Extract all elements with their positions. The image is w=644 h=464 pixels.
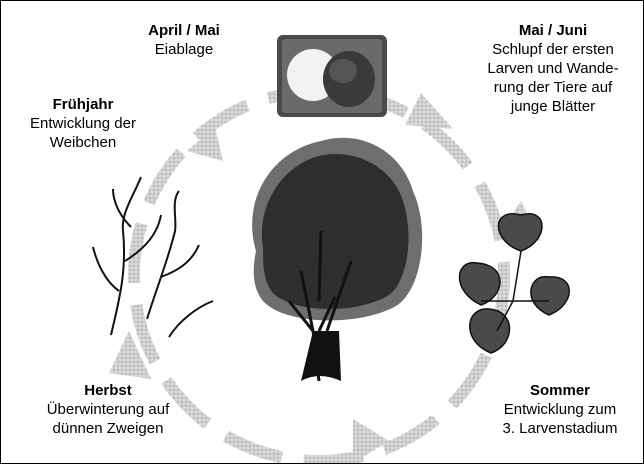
stage-description-line: Überwinterung auf [23, 400, 193, 419]
arrow-head-top-right [405, 93, 453, 129]
stage-description-line: dünnen Zweigen [23, 419, 193, 438]
stage-description-line: junge Blätter [469, 97, 637, 116]
stage-description: Eiablage [119, 40, 249, 59]
stage-title: Herbst [23, 381, 193, 400]
stage-label-april-mai: April / Mai Eiablage [119, 21, 249, 59]
tree-icon [252, 138, 422, 381]
stage-label-mai-juni: Mai / Juni Schlupf der ersten Larven und… [469, 21, 637, 116]
stage-title: Sommer [479, 381, 641, 400]
leaves-icon [460, 214, 570, 353]
stage-description-line: 3. Larvenstadium [479, 419, 641, 438]
stage-title: April / Mai [119, 21, 249, 40]
stage-label-fruehjahr: Frühjahr Entwicklung der Weibchen [3, 95, 163, 152]
stage-description-line: rung der Tiere auf [469, 78, 637, 97]
stage-description-line: Entwicklung zum [479, 400, 641, 419]
stage-label-sommer: Sommer Entwicklung zum 3. Larvenstadium [479, 381, 641, 438]
stage-description-line: Entwicklung der [3, 114, 163, 133]
egg-image [277, 35, 387, 117]
stage-title: Mai / Juni [469, 21, 637, 40]
stage-description-line: Schlupf der ersten [469, 40, 637, 59]
stage-label-herbst: Herbst Überwinterung auf dünnen Zweigen [23, 381, 193, 438]
stage-description-line: Weibchen [3, 133, 163, 152]
arrow-head-bottom [353, 419, 389, 463]
stage-description-line: Larven und Wande- [469, 59, 637, 78]
stage-title: Frühjahr [3, 95, 163, 114]
